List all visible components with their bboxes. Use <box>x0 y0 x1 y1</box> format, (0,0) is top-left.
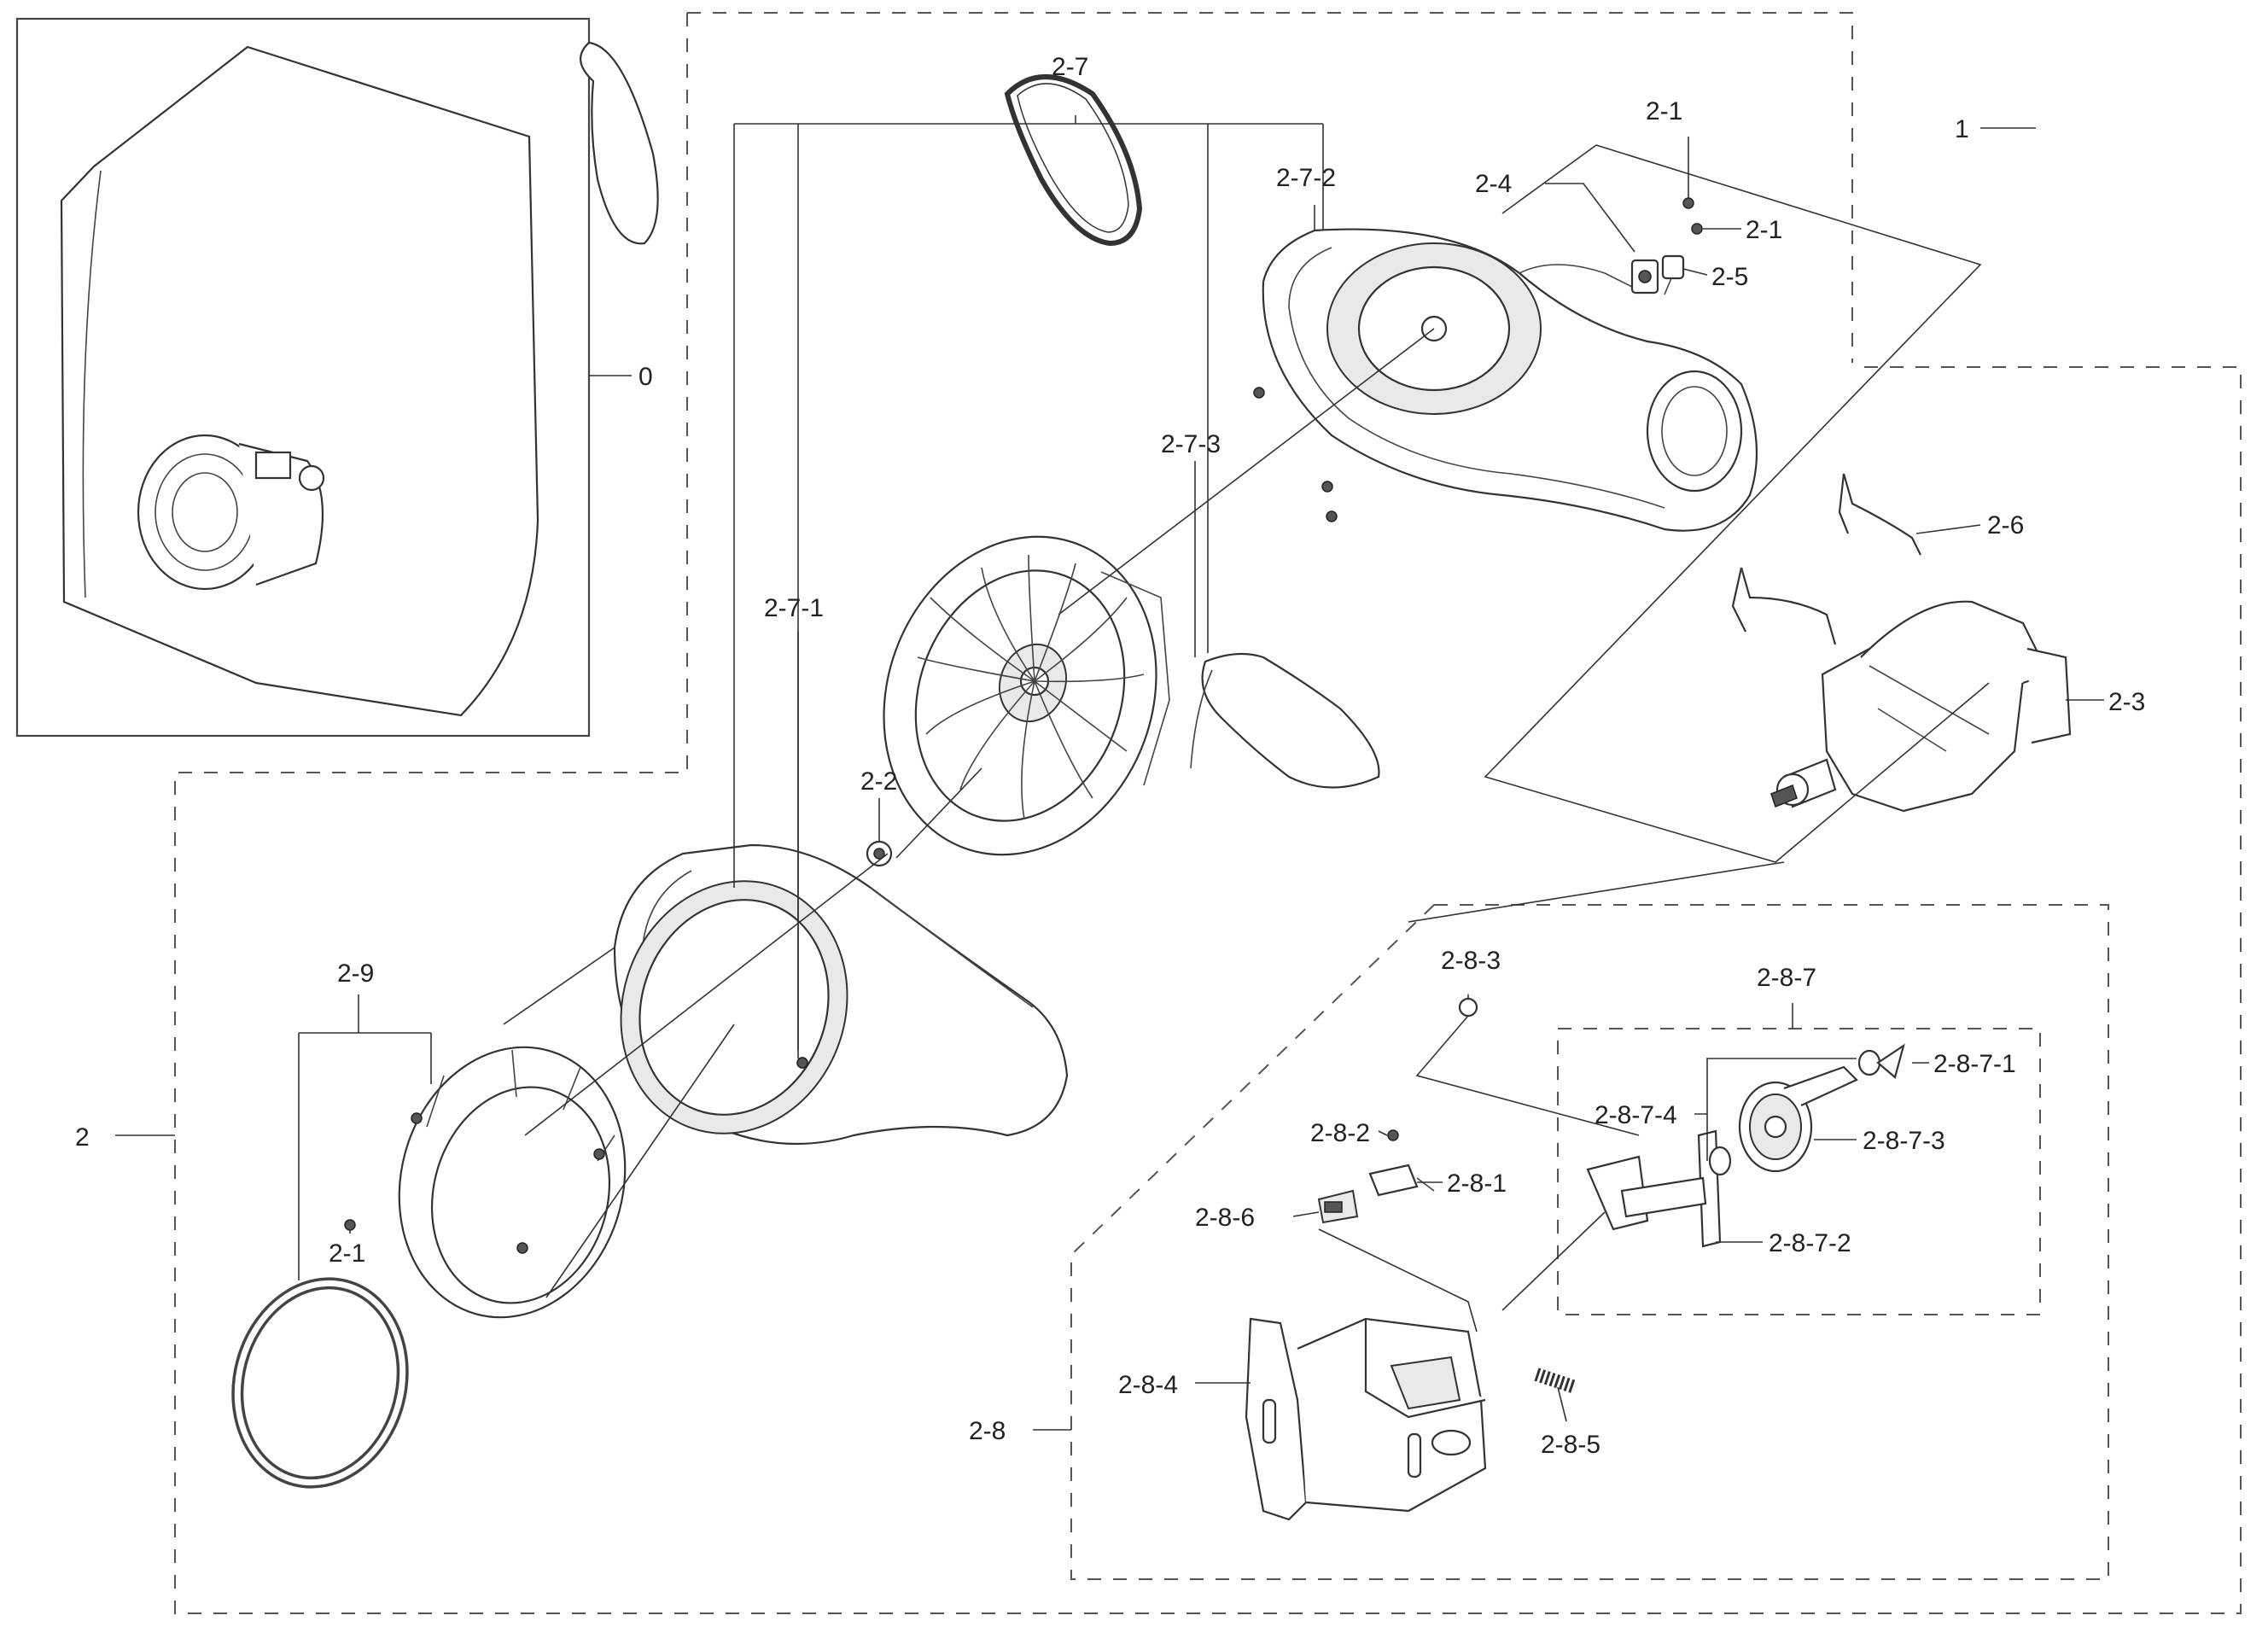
assembly-2-8-dashed-frame <box>1070 904 2109 1580</box>
callout-2-8-2: 2-8-2 <box>1310 1119 1370 1147</box>
screw-2-1-mid <box>1691 223 1703 235</box>
screw-housing-1 <box>1253 387 1265 399</box>
callout-2: 2 <box>75 1123 90 1152</box>
front-blower-housing-part <box>613 843 1069 1146</box>
callout-2-7-3: 2-7-3 <box>1161 430 1221 458</box>
callout-2-3: 2-3 <box>2108 688 2145 716</box>
assembly-0-frame <box>15 17 591 738</box>
callout-2-8-5: 2-8-5 <box>1541 1431 1600 1459</box>
duct-gasket-part <box>231 1277 409 1489</box>
screw-2-8-3 <box>1458 997 1478 1018</box>
callout-2-8-3: 2-8-3 <box>1441 947 1501 975</box>
screw-2-1-left <box>344 1219 356 1231</box>
blower-impeller-part <box>883 535 1170 856</box>
screw-housing-3 <box>1326 510 1338 522</box>
callout-lines <box>115 115 2104 1431</box>
callout-2-1-right: 2-1 <box>1746 216 1782 244</box>
callout-2-5: 2-5 <box>1711 263 1748 291</box>
assembly-2-8-7-dashed-frame <box>1557 1028 2041 1315</box>
idler-pulley-part <box>1738 1065 1858 1173</box>
idler-washer-part <box>1708 1049 1881 1176</box>
callout-2-7: 2-7 <box>1052 53 1088 81</box>
idler-arm-part <box>1586 1129 1722 1248</box>
callout-2-7-2: 2-7-2 <box>1276 164 1336 192</box>
callout-2-6: 2-6 <box>1987 511 2024 539</box>
idler-spring-part <box>1534 1368 1577 1394</box>
motor-clip-part <box>1731 473 1921 645</box>
callout-2-7-1: 2-7-1 <box>764 594 824 622</box>
motor-part <box>1770 600 2072 813</box>
screw-2-7-1 <box>796 1057 808 1069</box>
idler-bracket-part <box>1245 1317 1487 1521</box>
callout-2-1-left: 2-1 <box>329 1239 365 1268</box>
callout-1: 1 <box>1955 115 1969 143</box>
callout-2-8-7-2: 2-8-7-2 <box>1769 1229 1851 1257</box>
thermostat-part <box>1630 259 1659 295</box>
callout-0: 0 <box>638 363 653 391</box>
callout-2-8-6: 2-8-6 <box>1195 1204 1255 1232</box>
switch-part <box>1368 1129 1435 1197</box>
assembly-2-7-dashed-frame <box>174 12 2242 1614</box>
callout-2-8: 2-8 <box>969 1417 1006 1445</box>
callout-2-8-4: 2-8-4 <box>1118 1371 1178 1399</box>
callout-2-8-7-3: 2-8-7-3 <box>1863 1127 1945 1155</box>
callout-2-9: 2-9 <box>337 959 374 988</box>
dryer-cabinet-part <box>60 45 539 717</box>
callout-2-8-7-1: 2-8-7-1 <box>1933 1050 2016 1078</box>
callout-2-1-top: 2-1 <box>1646 97 1682 125</box>
callout-2-8-1: 2-8-1 <box>1447 1169 1507 1198</box>
air-guide-part <box>1190 652 1380 789</box>
screw-2-1-top <box>1682 197 1694 209</box>
callout-2-2: 2-2 <box>860 767 897 796</box>
callout-2-4: 2-4 <box>1475 170 1512 198</box>
thermistor-part <box>1661 254 1685 295</box>
callout-2-8-7-4: 2-8-7-4 <box>1595 1101 1677 1129</box>
idler-cap-part <box>1876 1043 1905 1079</box>
callout-2-8-7: 2-8-7 <box>1757 964 1816 992</box>
impeller-nut-part <box>866 840 893 867</box>
duct-flange-part <box>398 1046 627 1319</box>
screw-housing-2 <box>1321 481 1333 493</box>
drive-belt-part <box>580 41 1143 247</box>
switch-bracket-part <box>1317 1189 1359 1224</box>
assembly-axis-lines <box>503 144 1990 1333</box>
